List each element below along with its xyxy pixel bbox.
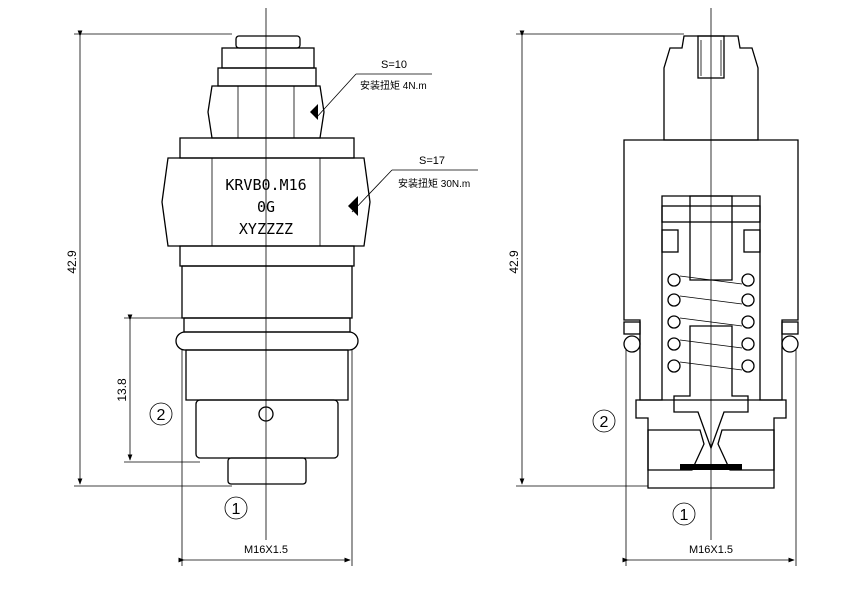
inner-stem-section: [689, 195, 733, 281]
main-body-section: [623, 139, 799, 401]
side-port-hole: [258, 406, 274, 422]
o-ring-left: [623, 335, 641, 353]
left-port-1-label: 1: [232, 501, 241, 518]
left-external-view: KRVB0.M16 0G XYZZZZ 42.9 13.8 M16X1.5 2: [65, 8, 478, 566]
seat-left-section: [647, 429, 705, 471]
bottom-seal: [680, 464, 742, 470]
small-hex-arrow: [310, 104, 318, 120]
large-hex-size-callout: S=17: [419, 155, 445, 167]
marking-line-1: KRVB0.M16: [225, 176, 306, 194]
right-port-1-circle: [672, 502, 696, 526]
left-port-2-label: 2: [157, 407, 166, 424]
left-thread-dimension: M16X1.5: [244, 544, 288, 556]
left-port-2-circle: [149, 402, 173, 426]
spring-coils: [667, 273, 755, 373]
left-port-1-circle: [224, 496, 248, 520]
seal-left-upper: [661, 229, 679, 253]
right-port-2-circle: [592, 409, 616, 433]
marking-line-3: XYZZZZ: [239, 220, 293, 238]
left-large-hex: [161, 157, 371, 247]
left-lower-spool: [195, 399, 339, 459]
seal-right-upper: [743, 229, 761, 253]
left-lower-dimension: 13.8: [115, 378, 129, 402]
seat-right-section: [717, 429, 775, 471]
left-top-cap: [235, 35, 301, 49]
small-hex-torque-callout: 安装扭矩 4N.m: [360, 79, 427, 92]
left-height-dimension: 42.9: [65, 250, 79, 274]
poppet-section: [673, 325, 749, 450]
left-neck: [179, 137, 355, 159]
left-body-thread: [181, 265, 353, 319]
piston-plate: [661, 205, 761, 223]
left-bottom-nose: [227, 457, 307, 485]
large-hex-arrow: [348, 196, 358, 216]
right-port-1-label: 1: [680, 507, 689, 524]
left-body-groove: [183, 317, 351, 333]
o-ring-right: [781, 335, 799, 353]
left-body-upper: [179, 245, 355, 267]
left-lower-body: [185, 349, 349, 401]
backup-ring-left: [623, 321, 641, 335]
marking-line-2: 0G: [257, 198, 275, 216]
right-height-dimension: 42.9: [507, 250, 521, 274]
right-port-2-label: 2: [600, 414, 609, 431]
left-top-thread: [217, 67, 317, 87]
small-hex-size-callout: S=10: [381, 59, 407, 71]
left-top-collar: [221, 47, 315, 69]
right-section-view: 42.9 M16X1.5 2 1: [507, 8, 799, 566]
backup-ring-right: [781, 321, 799, 335]
stem-bore: [697, 35, 725, 79]
left-o-ring: [175, 331, 359, 351]
large-hex-torque-callout: 安装扭矩 30N.m: [398, 177, 470, 190]
right-thread-dimension: M16X1.5: [689, 544, 733, 556]
lower-housing-outline: [635, 399, 787, 489]
